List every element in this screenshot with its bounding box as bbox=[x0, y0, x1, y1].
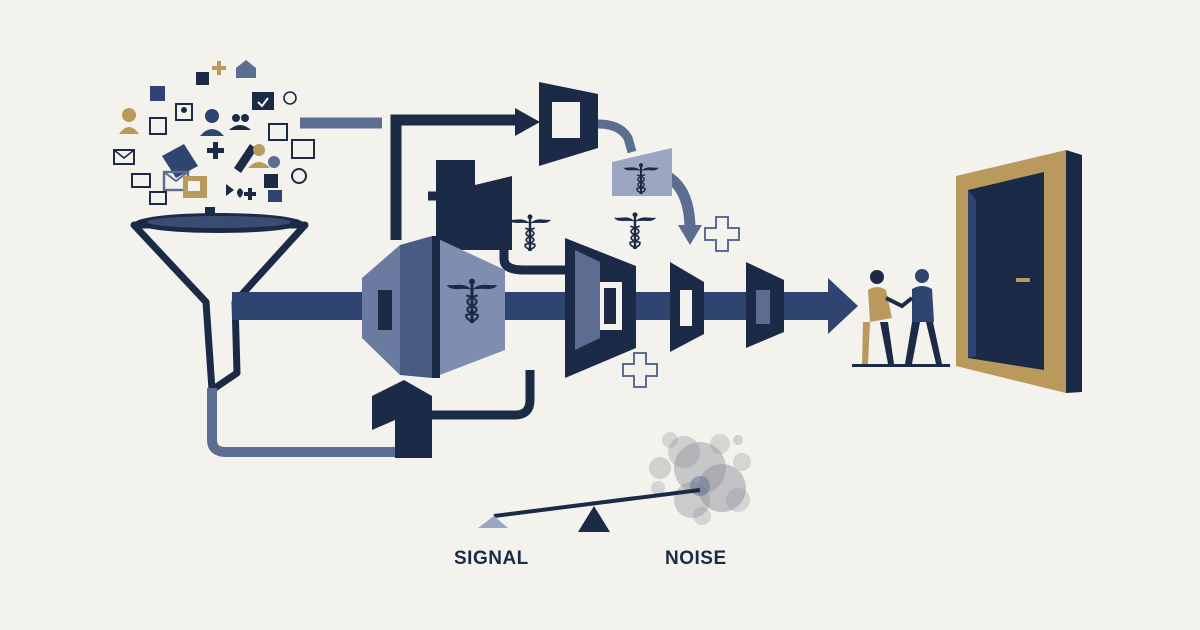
noise-cloud-icon bbox=[649, 432, 751, 525]
person-icon bbox=[915, 269, 929, 283]
funnel-icon bbox=[130, 213, 309, 394]
handshake-icon bbox=[852, 269, 950, 367]
image-card bbox=[612, 148, 672, 196]
input-icons-cloud bbox=[113, 60, 315, 221]
message-bubble-icon bbox=[252, 92, 274, 110]
image-icon bbox=[150, 86, 165, 101]
profile-icon bbox=[175, 103, 193, 121]
medical-cross-icon bbox=[704, 216, 740, 252]
open-door-icon bbox=[956, 150, 1082, 393]
filter-block-lower bbox=[372, 380, 432, 458]
medical-cross-icon bbox=[622, 352, 658, 388]
noise-label: NOISE bbox=[665, 548, 727, 569]
image-icon bbox=[291, 139, 315, 159]
user-square-icon bbox=[196, 72, 209, 85]
routing-paths bbox=[207, 108, 702, 457]
plus-icon bbox=[212, 61, 226, 75]
person-icon bbox=[122, 108, 136, 122]
caduceus-icon bbox=[507, 213, 553, 253]
envelope-icon bbox=[113, 149, 135, 165]
person-icon bbox=[870, 270, 884, 284]
filter-block-upper bbox=[436, 160, 512, 250]
pipeline-arrow bbox=[232, 278, 858, 334]
caduceus-icon bbox=[612, 211, 658, 251]
seesaw-icon bbox=[478, 488, 701, 532]
info-icon bbox=[283, 91, 297, 105]
signal-label: SIGNAL bbox=[454, 548, 529, 569]
